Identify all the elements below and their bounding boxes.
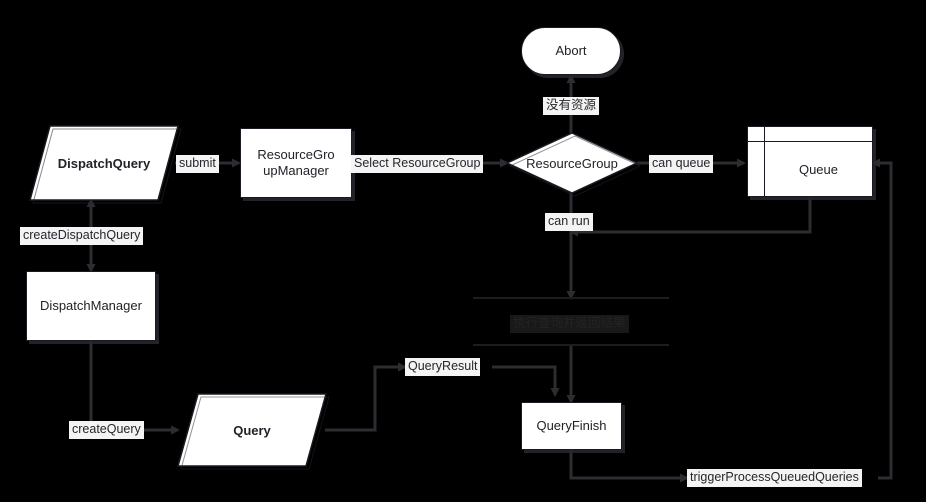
- dispatchquery-shape: [29, 125, 182, 204]
- node-query-label: Query: [233, 422, 271, 438]
- node-queue[interactable]: Queue: [747, 126, 873, 197]
- edge-queryresult-to-center: [492, 365, 560, 397]
- node-dispatchquery[interactable]: DispatchQuery: [28, 124, 182, 204]
- edge-label-triggerprocessqueuedqueries: triggerProcessQueuedQueries: [687, 469, 862, 487]
- queue-header-divider: [748, 141, 872, 142]
- hidden-dark-node: [473, 297, 669, 346]
- query-shape: [177, 393, 330, 470]
- edge-trigger-to-queue: [871, 158, 893, 480]
- resourcegroup-shape: [505, 132, 642, 197]
- node-query[interactable]: Query: [176, 392, 330, 470]
- node-abort-label: Abort: [555, 42, 587, 58]
- edge-label-queryresult: QueryResult: [405, 358, 481, 376]
- node-dispatchmanager-label: DispatchManager: [40, 297, 142, 313]
- edge-label-canrun: can run: [545, 213, 593, 231]
- edge-label-createquery: createQuery: [69, 421, 144, 439]
- edge-query-to-queryresult: [325, 362, 407, 432]
- edge-label-submit: submit: [176, 155, 219, 173]
- node-abort[interactable]: Abort: [521, 27, 621, 75]
- edge-label-dark-hidden: 执行查询并返回结果: [510, 315, 629, 333]
- edge-label-selectresourcegroup: Select ResourceGroup: [351, 155, 484, 173]
- node-resourcegroup[interactable]: ResourceGroup: [505, 131, 642, 197]
- edge-dispatchmanager-to-query: [89, 341, 180, 435]
- edge-queue-to-canrun-junction: [569, 197, 812, 237]
- edge-queryfinish-to-trigger: [569, 450, 689, 483]
- node-resourcegroupmanager[interactable]: ResourceGro upManager: [240, 128, 352, 198]
- node-resourcegroupmanager-label-line1: ResourceGro: [257, 146, 335, 162]
- node-resourcegroup-label: ResourceGroup: [526, 155, 618, 171]
- edge-label-createdispatchquery: createDispatchQuery: [20, 227, 144, 245]
- node-dispatchmanager[interactable]: DispatchManager: [26, 271, 156, 341]
- edge-label-canqueue: can queue: [649, 155, 714, 173]
- node-queryfinish[interactable]: QueryFinish: [521, 402, 622, 450]
- queue-column-divider: [764, 127, 765, 196]
- node-dispatchquery-label: DispatchQuery: [57, 155, 151, 171]
- node-resourcegroupmanager-label-line2: upManager: [263, 163, 329, 178]
- edge-label-noresource: 没有资源: [543, 97, 600, 115]
- node-queue-label: Queue: [798, 161, 839, 177]
- node-queryfinish-label: QueryFinish: [536, 417, 607, 433]
